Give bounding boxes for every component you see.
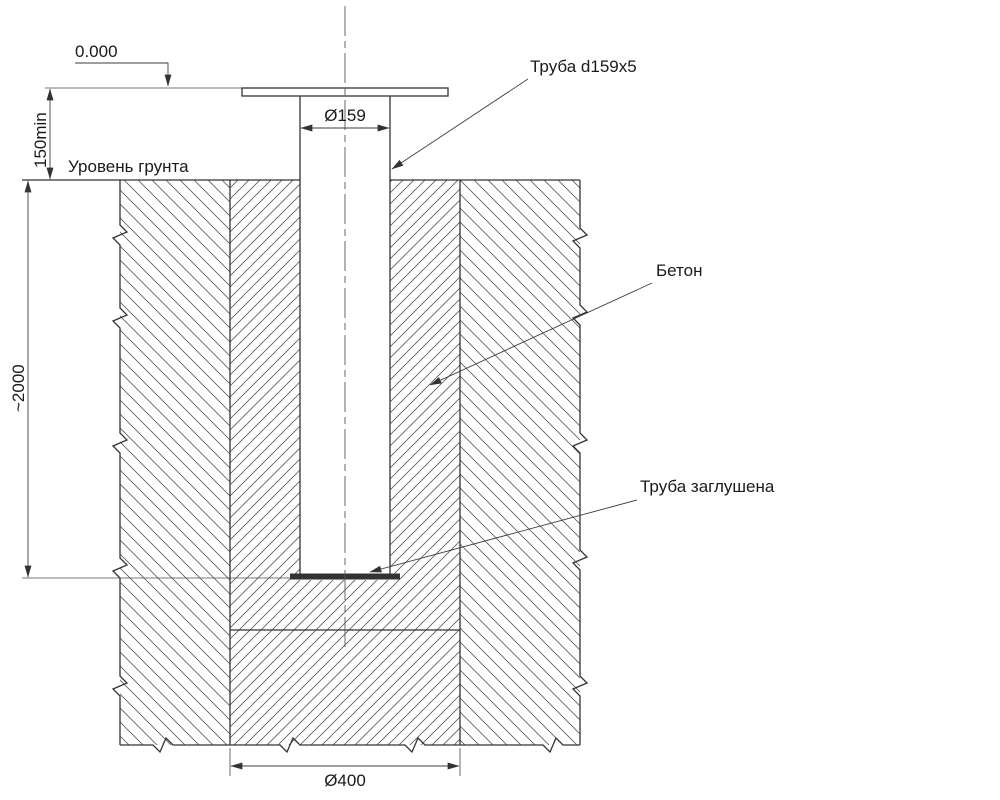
soil-hatch-left [120, 180, 230, 745]
concrete-callout: Бетон [429, 261, 702, 386]
soil-hatch-right [460, 180, 580, 745]
elevation-leader-line [75, 62, 172, 87]
concrete-callout-label: Бетон [656, 261, 702, 280]
depth-dim-label: ~2000 [9, 364, 28, 412]
dimension-2000: ~2000 [9, 180, 290, 579]
break-line-right [571, 180, 589, 745]
diameter-dim-label: Ø159 [324, 106, 366, 125]
elevation-callout: 0.000 [75, 42, 172, 87]
cap-callout-label: Труба заглушена [640, 477, 775, 496]
dimension-d400: Ø400 [229, 748, 461, 790]
pipe-leader-line [391, 78, 529, 170]
break-line-left [111, 180, 129, 745]
concrete-hatch [230, 180, 460, 630]
elevation-label: 0.000 [75, 42, 118, 61]
dimension-150min: 150min [31, 87, 242, 180]
cap-leader-line [369, 499, 638, 573]
cap-callout: Труба заглушена [369, 477, 775, 573]
base-diameter-dim-label: Ø400 [324, 771, 366, 790]
extension-lines-base [229, 748, 461, 776]
dimension-d159: Ø159 [300, 106, 390, 132]
concrete-leader-line [429, 282, 653, 386]
break-line-bottom [120, 736, 580, 754]
ground-level-label: Уровень грунта [68, 157, 189, 176]
pipe [299, 96, 391, 574]
pipe-callout-label: Труба d159x5 [530, 57, 637, 76]
pipe-callout: Труба d159x5 [391, 57, 637, 170]
concrete-base-hatch [230, 630, 460, 745]
offset-dim-label: 150min [31, 112, 50, 168]
